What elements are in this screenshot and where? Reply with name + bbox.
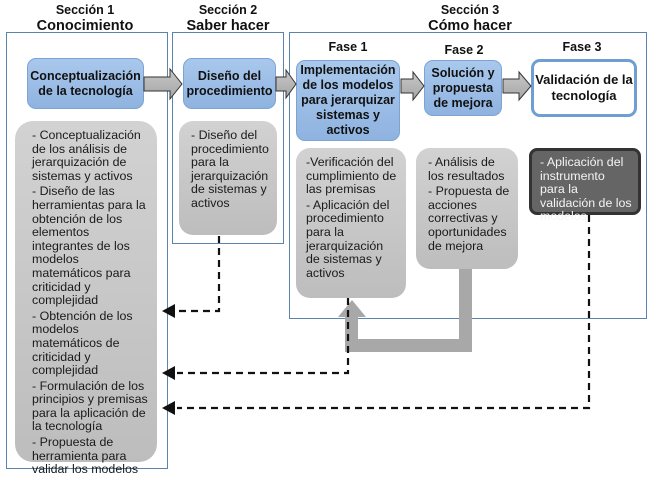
detail-item: - Diseño de las herramientas para la obt… bbox=[32, 184, 146, 308]
process-solucion: Solución y propuesta de mejora bbox=[424, 60, 502, 116]
process-diseno: Diseño del procedimiento bbox=[183, 58, 276, 109]
detail-fase3: - Aplicación del instrumento para la val… bbox=[529, 148, 641, 223]
dashed-return-sec2 bbox=[177, 236, 221, 313]
section-1-number: Sección 1 bbox=[55, 3, 115, 17]
detail-conocimiento: - Conceptualización de los análisis de j… bbox=[15, 121, 157, 476]
section-1-name: Conocimiento bbox=[36, 18, 134, 34]
detail-fase2: - Análisis de los resultados - Propuesta… bbox=[416, 148, 518, 269]
section-3-number: Sección 3 bbox=[440, 3, 500, 17]
detail-item: - Formulación de los principios y premis… bbox=[32, 378, 148, 434]
detail-saber-hacer: - Diseño del procedimiento para la jerar… bbox=[179, 121, 277, 235]
detail-item: - Aplicación del instrumento para la val… bbox=[540, 155, 632, 224]
section-3-name: Cómo hacer bbox=[428, 18, 512, 34]
detail-item: - Conceptualización de los análisis de j… bbox=[32, 128, 141, 183]
section-2-title: Sección 2 Saber hacer bbox=[168, 2, 288, 34]
detail-item: - Obtención de los modelos matemáticos d… bbox=[32, 308, 133, 378]
phase-2-label: Fase 2 bbox=[444, 43, 484, 57]
detail-item: - Propuesta de herramienta para validar … bbox=[32, 435, 139, 477]
detail-item: - Aplicación del procedimiento para la j… bbox=[306, 197, 390, 280]
section-2-name: Saber hacer bbox=[186, 18, 270, 34]
detail-item: -Verificación del cumplimiento de las pr… bbox=[306, 155, 397, 197]
process-conceptualizacion: Conceptualización de la tecnología bbox=[27, 58, 144, 109]
section-3-title: Sección 3 Cómo hacer bbox=[400, 2, 540, 34]
section-1-title: Sección 1 Conocimiento bbox=[20, 2, 150, 34]
process-validacion: Validación de la tecnología bbox=[531, 59, 637, 117]
process-implementacion: Implementación de los modelos para jerar… bbox=[296, 60, 400, 141]
detail-item: - Propuesta de acciones correctivas y op… bbox=[428, 184, 510, 253]
section-1-frame bbox=[6, 32, 168, 469]
phase-3-label: Fase 3 bbox=[562, 40, 602, 54]
detail-item: - Diseño del procedimiento para la jerar… bbox=[191, 128, 269, 210]
section-2-number: Sección 2 bbox=[198, 3, 258, 17]
detail-item: - Análisis de los resultados bbox=[428, 155, 505, 183]
detail-fase1: -Verificación del cumplimiento de las pr… bbox=[296, 148, 406, 298]
phase-1-label: Fase 1 bbox=[328, 40, 368, 54]
